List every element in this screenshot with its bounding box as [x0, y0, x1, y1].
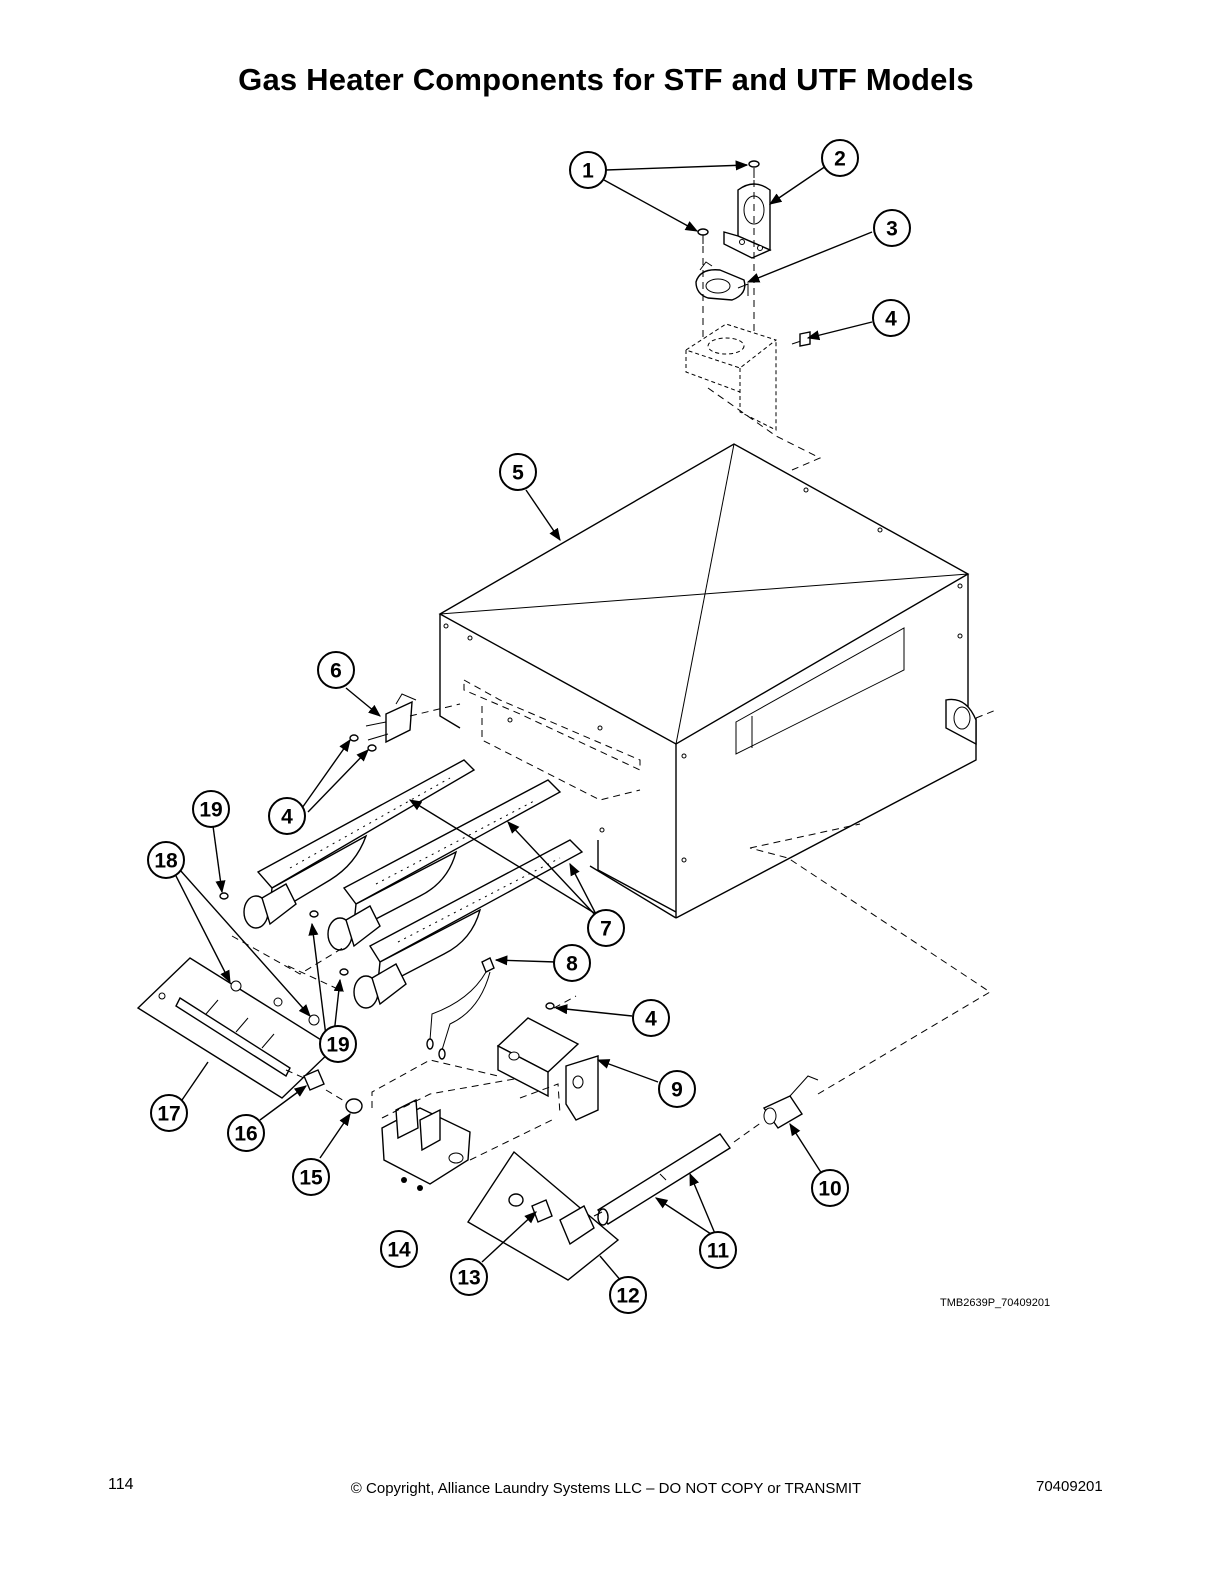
- svg-text:19: 19: [199, 799, 222, 822]
- screw-top: [748, 160, 760, 178]
- burner-upper: [243, 759, 476, 929]
- ball-valve: [762, 1075, 819, 1129]
- screw-small-pair: [349, 734, 377, 752]
- callout-1: 1: [569, 151, 607, 189]
- svg-text:13: 13: [457, 1267, 480, 1290]
- callout-4-left: 4: [268, 797, 306, 835]
- footer-copyright: © Copyright, Alliance Laundry Systems LL…: [350, 1480, 862, 1497]
- svg-text:16: 16: [234, 1123, 257, 1146]
- page-title: Gas Heater Components for STF and UTF Mo…: [238, 62, 974, 97]
- drawing-id: TMB2639P_70409201: [940, 1297, 1051, 1309]
- callout-17: 17: [150, 1094, 188, 1132]
- mounting-flange: [684, 323, 778, 431]
- svg-text:2: 2: [834, 148, 846, 171]
- callout-4-top: 4: [872, 299, 910, 337]
- callout-11: 11: [699, 1231, 737, 1269]
- svg-text:7: 7: [600, 918, 612, 941]
- bushing: [325, 1089, 363, 1114]
- callout-19-top: 19: [192, 790, 230, 828]
- bracket-screw: [545, 995, 577, 1010]
- svg-text:3: 3: [886, 218, 898, 241]
- callout-4-right: 4: [632, 999, 670, 1037]
- svg-text:9: 9: [671, 1079, 683, 1102]
- svg-text:6: 6: [330, 660, 342, 683]
- burner-lower: [353, 839, 584, 1009]
- callout-14: 14: [380, 1230, 418, 1268]
- callout-3: 3: [873, 209, 911, 247]
- svg-text:4: 4: [885, 308, 897, 331]
- leader-lines: [175, 160, 873, 1283]
- callout-9: 9: [658, 1070, 696, 1108]
- burner-middle: [327, 779, 562, 951]
- callout-15: 15: [292, 1158, 330, 1196]
- screw-left: [697, 228, 709, 244]
- sight-glass-port: [945, 698, 977, 746]
- callout-6: 6: [317, 651, 355, 689]
- screws-19: [219, 892, 349, 976]
- callout-7: 7: [587, 909, 625, 947]
- valve-bracket: [496, 1017, 599, 1121]
- callout-10: 10: [811, 1169, 849, 1207]
- svg-text:15: 15: [299, 1167, 323, 1190]
- svg-text:4: 4: [645, 1008, 657, 1031]
- svg-text:4: 4: [281, 806, 293, 829]
- callout-19-bottom: 19: [319, 1025, 357, 1063]
- union-box: [467, 1150, 620, 1281]
- svg-text:18: 18: [154, 850, 178, 873]
- svg-text:14: 14: [387, 1239, 411, 1262]
- burner-port-dots: [289, 777, 561, 943]
- screw-right: [791, 331, 811, 347]
- svg-text:1: 1: [582, 160, 594, 183]
- svg-text:12: 12: [616, 1285, 639, 1308]
- heater-housing: [438, 443, 977, 919]
- callout-12: 12: [609, 1276, 647, 1314]
- svg-text:5: 5: [512, 462, 524, 485]
- footer-page-number: 114: [108, 1476, 134, 1493]
- housing-front-dashed-panel: [463, 679, 641, 801]
- callout-2: 2: [821, 139, 859, 177]
- svg-text:11: 11: [707, 1240, 730, 1263]
- callout-16: 16: [227, 1114, 265, 1152]
- igniter-mount: [695, 261, 749, 301]
- footer-doc-number: 70409201: [1036, 1478, 1103, 1495]
- callout-13: 13: [450, 1258, 488, 1296]
- orifice-fitting: [285, 1069, 325, 1091]
- gas-pipe: [596, 1133, 732, 1226]
- gas-valve: [381, 1098, 471, 1191]
- callout-5: 5: [499, 453, 537, 491]
- pilot-bracket: [365, 693, 417, 744]
- callout-8: 8: [553, 944, 591, 982]
- svg-text:10: 10: [818, 1178, 841, 1201]
- wire-harness: [426, 957, 495, 1060]
- svg-text:17: 17: [157, 1103, 180, 1126]
- svg-text:19: 19: [326, 1034, 349, 1057]
- svg-text:8: 8: [566, 953, 578, 976]
- sight-glass-bracket: [723, 183, 772, 259]
- callout-18: 18: [147, 841, 185, 879]
